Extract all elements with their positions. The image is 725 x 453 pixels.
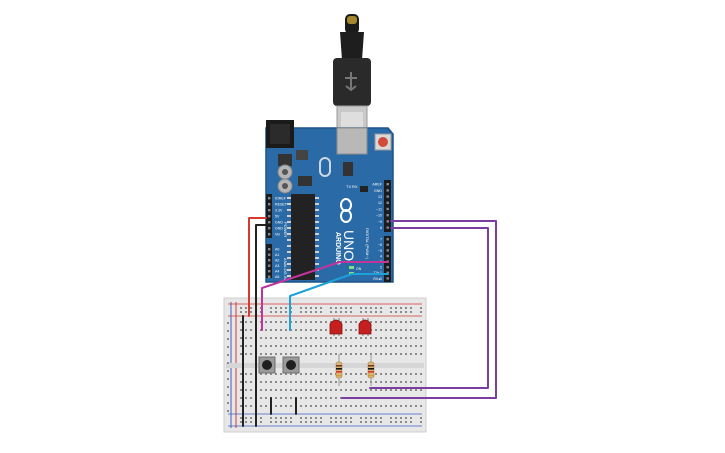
power-header: IOREF RESET 3.3V 5V GND GND Vin POWER bbox=[266, 194, 288, 238]
analog-pin-label: A2 bbox=[275, 259, 279, 263]
red-led[interactable] bbox=[329, 318, 343, 336]
digital-header-label: DIGITAL (PWM~) bbox=[365, 228, 370, 260]
digital-pin-label: ~10 bbox=[376, 214, 382, 218]
usb-cable-icon[interactable] bbox=[333, 14, 371, 143]
digital-pin-label: 2 bbox=[380, 266, 382, 270]
wire-led-signal[interactable] bbox=[341, 220, 497, 399]
wire-5v[interactable] bbox=[248, 217, 267, 317]
digital-pin-label: 13 bbox=[378, 195, 382, 199]
digital-pin-label: ~5 bbox=[378, 249, 382, 253]
wire-gnd[interactable] bbox=[255, 224, 267, 427]
reset-button-icon[interactable] bbox=[374, 133, 392, 151]
analog-pin-label: A4 bbox=[275, 270, 279, 274]
power-pin-label: IOREF bbox=[275, 197, 287, 201]
rx-label: RX bbox=[352, 184, 358, 189]
power-pin-label: GND bbox=[275, 227, 283, 231]
power-pin-label: Vin bbox=[275, 233, 280, 237]
push-button[interactable] bbox=[282, 356, 300, 374]
red-led[interactable] bbox=[358, 318, 372, 336]
power-pin-label: RESET bbox=[275, 203, 288, 207]
resistor[interactable] bbox=[335, 354, 343, 386]
usb-port bbox=[336, 127, 368, 155]
arduino-uno-board[interactable]: TX RX L ARDUINO UNO ON IOREFRESET3.3V5VG… bbox=[265, 120, 394, 283]
breadboard[interactable] bbox=[223, 297, 427, 433]
wire-button-signal[interactable] bbox=[261, 261, 389, 331]
digital-pin-label: 7 bbox=[380, 238, 382, 242]
brand-label: ARDUINO bbox=[334, 232, 341, 265]
digital-pin-label: GND bbox=[374, 189, 382, 193]
analog-pin-label: A5 bbox=[275, 275, 279, 279]
analog-pin-label: A3 bbox=[275, 264, 279, 268]
analog-header-label: ANALOG IN bbox=[283, 258, 288, 280]
digital-pin-label: ~11 bbox=[376, 207, 382, 211]
digital-pin-label: 12 bbox=[378, 201, 382, 205]
digital-pin-label: 4 bbox=[380, 254, 382, 258]
model-label: UNO bbox=[341, 230, 357, 261]
power-pin-label: 3.3V bbox=[275, 209, 283, 213]
power-pin-label: GND bbox=[275, 221, 283, 225]
wire-led-signal[interactable] bbox=[369, 227, 489, 389]
push-button[interactable] bbox=[258, 356, 276, 374]
digital-pin-label: AREF bbox=[372, 183, 382, 187]
microcontroller-chip bbox=[287, 194, 319, 280]
wire-button-signal[interactable] bbox=[289, 273, 389, 331]
resistor[interactable] bbox=[367, 354, 375, 386]
analog-pin-label: A1 bbox=[275, 253, 279, 257]
digital-pin-label: 8 bbox=[380, 226, 382, 230]
on-label: ON bbox=[356, 267, 362, 271]
tx-label: TX bbox=[346, 184, 351, 189]
arduino-infinity-icon bbox=[340, 198, 352, 223]
analog-pin-label: A0 bbox=[275, 248, 279, 252]
digital-pin-label: ~6 bbox=[378, 243, 382, 247]
power-header-label: POWER bbox=[283, 222, 288, 237]
power-pin-label: 5V bbox=[275, 215, 280, 219]
digital-pin-label: RX◂0 bbox=[373, 277, 382, 281]
digital-pin-label: ~9 bbox=[378, 220, 382, 224]
